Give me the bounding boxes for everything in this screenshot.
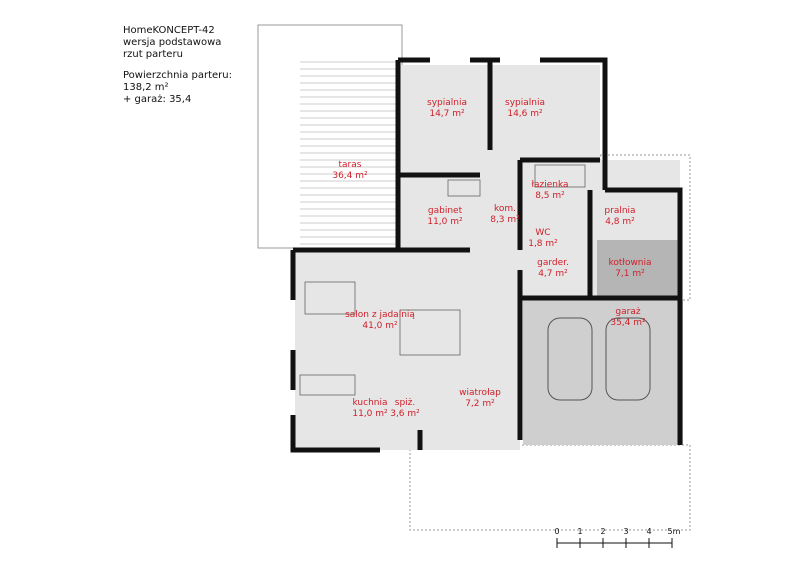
room-name: pralnia xyxy=(604,206,636,216)
project-title: HomeKONCEPT-42 xyxy=(123,25,215,36)
room-name: WC xyxy=(535,228,551,238)
room-name: wiatrołap xyxy=(459,388,501,398)
scale-tick: 5m xyxy=(667,527,681,536)
room-area: 4,8 m² xyxy=(605,217,635,227)
garage-floor xyxy=(523,300,683,445)
room-area: 35,4 m² xyxy=(610,318,646,328)
scale-tick: 4 xyxy=(646,527,652,536)
car-icon xyxy=(547,317,593,401)
scale-tick: 0 xyxy=(554,527,560,536)
scale-tick: 2 xyxy=(600,527,606,536)
room-label: spiż.3,6 m² xyxy=(390,398,420,420)
room-area: 14,6 m² xyxy=(507,109,543,119)
area-label: Powierzchnia parteru: xyxy=(123,70,232,81)
garage-area: + garaż: 35,4 xyxy=(123,94,192,105)
room-area: 11,0 m² xyxy=(352,409,388,419)
variant: wersja podstawowa xyxy=(123,37,222,48)
room-area: 4,7 m² xyxy=(538,269,568,279)
room-name: kuchnia xyxy=(352,398,388,408)
room-name: kom. xyxy=(493,204,517,214)
room-area: 1,8 m² xyxy=(528,239,558,249)
room-name: salon z jadalnią xyxy=(345,310,415,320)
terrace-outline xyxy=(257,24,403,249)
car-icon xyxy=(605,317,651,401)
room-name: garder. xyxy=(537,258,569,268)
room-label: kom.8,3 m² xyxy=(490,204,520,226)
walls xyxy=(290,57,683,453)
room-area: 11,0 m² xyxy=(427,217,463,227)
room-label: garder.4,7 m² xyxy=(537,258,569,280)
scale-bar xyxy=(556,538,673,548)
scale-tick: 3 xyxy=(623,527,629,536)
room-area: 3,6 m² xyxy=(390,409,420,419)
room-area: 7,2 m² xyxy=(465,399,495,409)
room-area: 8,3 m² xyxy=(490,215,520,225)
room-area: 41,0 m² xyxy=(362,321,398,331)
room-name: taras xyxy=(338,160,362,170)
room-name: spiż. xyxy=(394,398,416,408)
room-area: 36,4 m² xyxy=(332,171,368,181)
front-terrace xyxy=(409,444,691,531)
room-area: 8,5 m² xyxy=(535,191,565,201)
room-name: sypialnia xyxy=(505,98,545,108)
scale-tick: 1 xyxy=(577,527,583,536)
furniture xyxy=(299,164,586,396)
boiler-room-floor xyxy=(597,240,680,298)
room-area: 14,7 m² xyxy=(429,109,465,119)
room-name: gabinet xyxy=(427,206,463,216)
room-name: garaż xyxy=(615,307,641,317)
room-name: kotłownia xyxy=(608,258,652,268)
room-area: 7,1 m² xyxy=(615,269,645,279)
area-value: 138,2 m² xyxy=(123,82,169,93)
plan-type: rzut parteru xyxy=(123,49,183,60)
room-name: sypialnia xyxy=(427,98,467,108)
room-name: łazienka xyxy=(531,180,569,190)
